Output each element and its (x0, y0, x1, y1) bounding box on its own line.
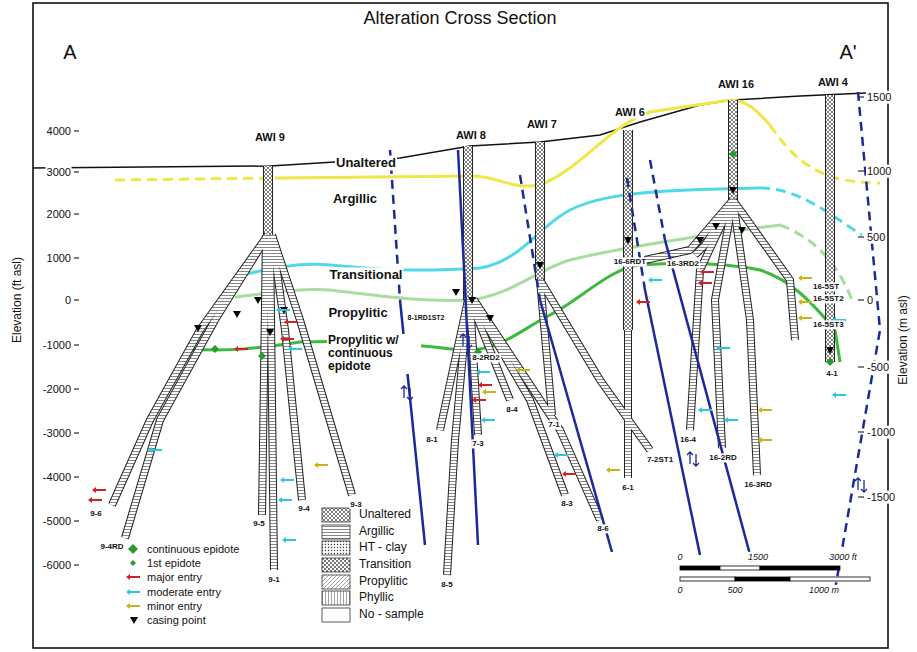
legend-text: HT - clay (358, 541, 408, 555)
zone-label: Transitional (329, 268, 404, 283)
well-name: AWI 4 (817, 76, 849, 89)
zone-label: Unaltered (335, 156, 397, 171)
well-label: 7-1 (547, 420, 561, 429)
well-label: 16-4 (679, 435, 697, 444)
axis-tick: -3000 (42, 427, 72, 440)
legend-text: major entry (146, 571, 203, 584)
well-name: AWI 9 (254, 131, 286, 144)
legend-text: Propylitic (358, 575, 409, 589)
well-label: 9-5 (252, 519, 266, 528)
well-label: 8-4 (505, 405, 519, 414)
well-label: 9-6 (89, 509, 103, 518)
scale-label: 500 (726, 585, 743, 595)
legend-text: Argillic (358, 525, 395, 539)
well-label: 9-4RD (99, 542, 124, 551)
well-label: 9-4 (297, 504, 311, 513)
legend-text: Unaltered (358, 508, 412, 522)
axis-tick: 1000 (46, 252, 72, 265)
well-label: 16-3RD2 (666, 259, 700, 268)
axis-title: Elevation (ft asl) (11, 256, 25, 344)
legend-text: minor entry (146, 600, 203, 613)
well-label: 9-1 (267, 575, 281, 584)
well-label: 6-1 (621, 483, 635, 492)
axis-title: Elevation (m asl) (897, 294, 911, 385)
zone-label: Propylitic (327, 306, 388, 321)
legend-text: continuous epidote (146, 543, 240, 556)
well-name: AWI 6 (614, 106, 646, 119)
axis-tick: -4000 (42, 471, 72, 484)
axis-tick: -6000 (42, 559, 72, 572)
well-label: 8-5 (440, 580, 454, 589)
axis-tick: -1500 (866, 491, 896, 504)
scale-label: 1500 (747, 552, 769, 562)
zone-label: Argillic (332, 192, 378, 207)
legend-text: Phyllic (358, 591, 395, 605)
well-name: AWI 7 (526, 118, 558, 131)
well-label: 8-1 (425, 435, 439, 444)
axis-tick: 0 (64, 294, 72, 307)
legend-text: casing point (146, 614, 207, 627)
axis-tick: 1000 (866, 165, 892, 178)
well-label: 4-1 (825, 369, 839, 378)
well-label: 8-1RD1ST2 (407, 314, 446, 322)
well-label: 7-3 (471, 439, 485, 448)
well-label: 16-5ST3 (812, 320, 845, 329)
scale-label: 0 (676, 585, 683, 595)
scale-label: 0 (676, 552, 683, 562)
axis-tick: 4000 (46, 125, 72, 138)
well-label: 16-5ST2 (812, 294, 845, 303)
well-label: 8-2RD2 (471, 353, 501, 362)
axis-tick: -2000 (42, 383, 72, 396)
axis-tick: -1000 (42, 339, 72, 352)
section-end-label: A' (838, 41, 857, 64)
scale-label: 1000 m (808, 585, 840, 595)
well-label: 16-5ST (812, 282, 840, 291)
well-label: 8-3 (560, 499, 574, 508)
legend-text: moderate entry (146, 586, 222, 599)
axis-tick: 1500 (866, 91, 892, 104)
axis-tick: 500 (866, 231, 886, 244)
well-label: 16-6RDT (613, 257, 647, 266)
well-name: AWI 8 (455, 129, 487, 142)
axis-tick: 0 (866, 294, 874, 307)
well-label: 16-3RD (743, 480, 773, 489)
section-end-label: A (62, 41, 77, 64)
legend-text: Transition (358, 558, 412, 572)
well-label: 7-2ST1 (646, 455, 674, 464)
diagram-title: Alteration Cross Section (362, 8, 557, 29)
well-label: 8-6 (596, 524, 610, 533)
legend-text: No - sample (358, 608, 425, 622)
scale-label: 3000 ft (828, 552, 858, 562)
well-label: 16-2RD (708, 453, 738, 462)
axis-tick: 2000 (46, 208, 72, 221)
well-name: AWI 16 (717, 78, 755, 91)
axis-tick: -5000 (42, 515, 72, 528)
zone-label: Propylitic w/ continuous epidote (327, 334, 421, 374)
axis-tick: -1000 (866, 426, 896, 439)
axis-tick: -500 (866, 361, 890, 374)
axis-tick: 3000 (46, 166, 72, 179)
legend-text: 1st epidote (146, 557, 202, 570)
